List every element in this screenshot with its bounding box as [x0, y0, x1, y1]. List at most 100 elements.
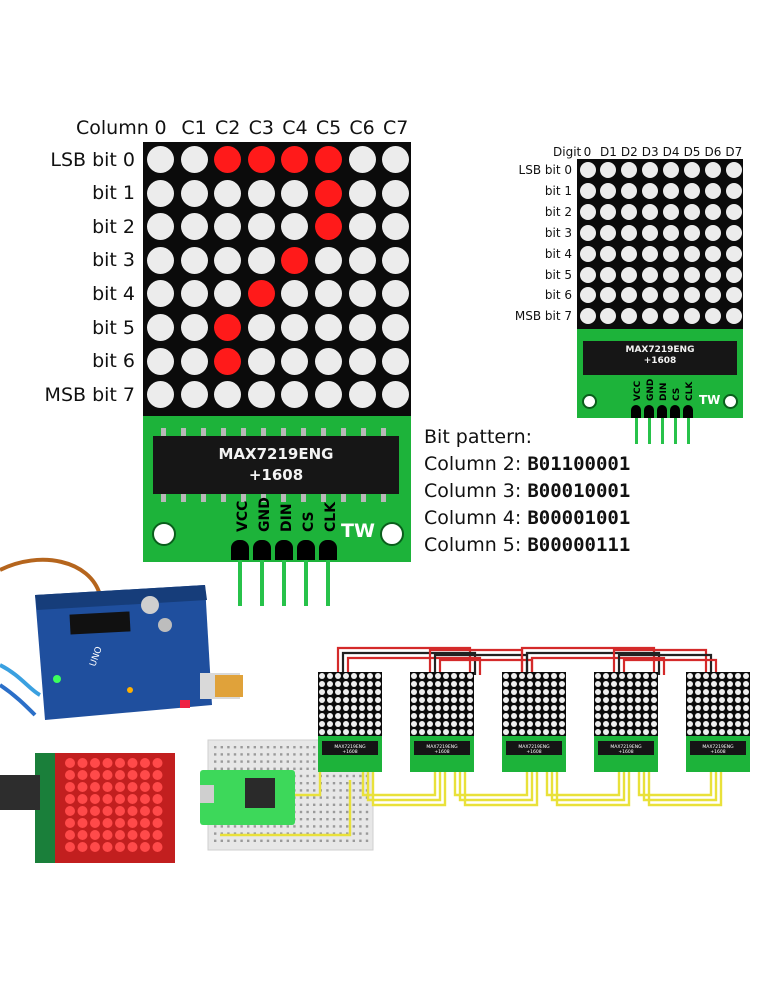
breadboard-hole	[332, 818, 336, 821]
led-dot-on	[214, 314, 242, 341]
breadboard-hole	[319, 796, 322, 799]
led-dot	[621, 203, 638, 220]
breadboard-hole	[253, 832, 256, 835]
breadboard-hole	[313, 818, 316, 821]
led-dot	[147, 381, 174, 409]
chain-wire	[458, 770, 534, 802]
pin-label: DIN	[659, 382, 669, 401]
photo-led	[90, 782, 100, 792]
breadboard-hole	[339, 796, 342, 799]
led-dot	[180, 381, 208, 409]
breadboard-hole	[306, 818, 309, 821]
breadboard-hole	[365, 810, 369, 814]
chip-pin	[341, 494, 346, 502]
breadboard-hole	[306, 810, 309, 814]
photo-led	[127, 758, 138, 768]
led-dot	[642, 245, 659, 262]
digit-header-prefix: Digit	[553, 145, 582, 159]
led-dot	[147, 246, 174, 274]
led-dot	[663, 308, 680, 325]
led-dot	[704, 224, 721, 241]
header-pin	[297, 540, 315, 560]
chip-pin	[221, 494, 226, 502]
breadboard-hole	[247, 753, 250, 756]
breadboard-hole	[293, 753, 296, 756]
led-dot	[704, 308, 721, 325]
led-dot	[180, 280, 208, 308]
breadboard-hole	[293, 839, 296, 842]
led-dot	[382, 179, 410, 207]
led-dot	[704, 287, 721, 304]
breadboard-hole	[332, 796, 336, 799]
photo-led	[77, 782, 88, 792]
photo-led	[102, 818, 113, 828]
led-dot	[247, 213, 275, 241]
led-dot	[684, 162, 700, 178]
led-dot	[642, 203, 659, 220]
photo-led	[140, 830, 150, 840]
breadboard-hole	[273, 832, 276, 835]
breadboard-hole	[253, 746, 256, 749]
small-chip-line2: +1608	[643, 356, 677, 366]
breadboard-hole	[266, 825, 270, 828]
breadboard-hole	[339, 810, 342, 814]
breadboard-hole	[233, 767, 237, 770]
breadboard-hole	[359, 782, 362, 785]
breadboard-hole	[266, 767, 270, 770]
breadboard-hole	[306, 760, 309, 763]
led-dot	[579, 162, 596, 178]
breadboard-hole	[240, 825, 243, 828]
breadboard-hole	[260, 753, 263, 756]
photo-led	[152, 818, 163, 828]
photo-led	[65, 818, 75, 828]
breadboard-hole	[273, 839, 276, 842]
photo-led	[152, 830, 163, 840]
pin-label: CLK	[323, 501, 339, 532]
led-dot	[315, 347, 342, 375]
breadboard-hole	[240, 839, 243, 842]
chip-pin	[201, 494, 206, 502]
pin-label: GND	[646, 378, 656, 401]
row-label: bit 5	[544, 267, 572, 282]
breadboard-hole	[253, 760, 256, 763]
chain-wire	[545, 770, 621, 797]
led-dot	[725, 308, 742, 325]
photo-led	[102, 830, 113, 840]
photo-led	[65, 782, 75, 792]
breadboard-hole	[247, 760, 250, 763]
breadboard-hole	[247, 832, 250, 835]
breadboard-hole	[352, 810, 355, 814]
breadboard-hole	[299, 825, 303, 828]
breadboard-hole	[220, 839, 223, 842]
chain-wire	[220, 780, 352, 837]
bit-pattern-line: Column 2: B01100001	[424, 451, 630, 478]
header-pin	[644, 405, 654, 418]
row-label: bit 2	[544, 204, 572, 219]
breadboard-hole	[240, 753, 243, 756]
breadboard-hole	[332, 803, 336, 806]
led-dot	[642, 182, 659, 199]
led-dot	[725, 224, 742, 241]
breadboard-hole	[332, 825, 336, 828]
breadboard-hole	[352, 825, 355, 828]
led-dot	[382, 280, 410, 308]
breadboard-hole	[220, 760, 223, 763]
breadboard-hole	[306, 803, 309, 806]
breadboard-hole	[339, 825, 342, 828]
chip-pin	[381, 428, 386, 436]
breadboard-hole	[326, 818, 329, 821]
chain-wire	[612, 648, 708, 675]
led-dot	[382, 314, 410, 341]
breadboard-hole	[227, 746, 230, 749]
photo-led	[77, 794, 88, 804]
breadboard-hole	[227, 753, 230, 756]
chain-chip-line2: +1608	[710, 749, 725, 755]
photo-led	[140, 794, 150, 804]
bit-pattern-line: Column 4: B00001001	[424, 505, 630, 532]
breadboard-hole	[293, 825, 296, 828]
digit-label: D5	[683, 145, 701, 159]
small-mount-hole-left	[582, 394, 597, 409]
bit-pattern-value: B00001001	[527, 507, 631, 529]
led-dot-on	[281, 246, 309, 274]
chip-pin	[181, 428, 186, 436]
